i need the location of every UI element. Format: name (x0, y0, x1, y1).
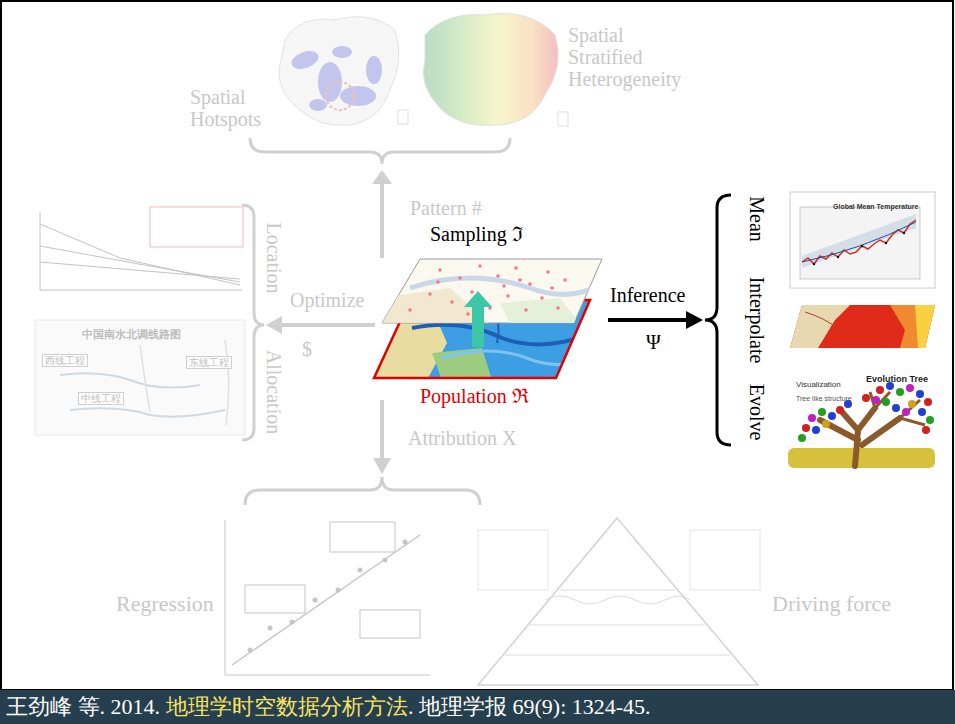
arrow-label-holder: Ψ (646, 331, 661, 353)
arrow-head (373, 458, 391, 474)
heterogeneity-map (423, 14, 568, 126)
figure-label-holder: Regression (116, 592, 214, 616)
arrow-label-holder: $ (302, 338, 312, 360)
pattern-heading-holder: Spatial Hotspots (190, 86, 276, 130)
tree-title: Evolution Tree (866, 374, 928, 384)
arrow-label-holder: Pattern # (410, 197, 482, 219)
arrow-label: Attribution X (408, 427, 516, 449)
tree-note-holder: Visualization (796, 373, 841, 391)
brace-label: Evolve (746, 384, 768, 441)
arrow (380, 400, 384, 460)
arrow-label-holder: Inference (610, 284, 686, 306)
chart-title-holder: Global Mean Temperature (833, 195, 918, 213)
brace-label: Mean (746, 196, 768, 242)
brace-label: Allocation (263, 350, 285, 434)
citation-bar: 王劲峰 等. 2014.地理学时空数据分析方法. 地理学报 69(9): 132… (0, 690, 955, 724)
arrow-head (686, 311, 703, 329)
map-label-holder: 东线工程 (186, 352, 232, 370)
brace-label-holder: Evolve (746, 384, 768, 441)
ternary-triangle (478, 518, 760, 685)
tree-title-holder: Evolution Tree (866, 368, 928, 386)
tree-note-holder: Tree like structure (796, 387, 852, 405)
map-label: 中线工程 (78, 392, 124, 405)
arrow-head (266, 316, 282, 334)
arrow-label-holder: Attribution X (408, 427, 516, 449)
water-map (35, 320, 245, 435)
figure-label: Driving force (772, 591, 891, 616)
pattern-heading: Spatial Hotspots (190, 86, 261, 130)
location-figure (40, 207, 243, 290)
arrow-label: Optimize (290, 289, 364, 311)
plane-label: Population ℜ (372, 384, 594, 408)
citation: . 地理学报 69(9): 1324-45. (408, 692, 651, 722)
brace (705, 195, 731, 445)
figure-label-holder: Driving force (772, 592, 891, 616)
temperature-chart (790, 192, 935, 288)
sampling-plane: Sampling ℑ (380, 222, 604, 324)
pattern-heading-holder: Spatial Stratified Heterogeneity (568, 24, 696, 90)
tree-note: Tree like structure (796, 395, 852, 402)
citation: 王劲峰 等. 2014. (6, 692, 160, 722)
map-title-holder: 中国南水北调线路图 (82, 324, 181, 342)
brace-label: Interpolate (746, 277, 768, 364)
brace-label-holder: Location (263, 222, 285, 293)
arrow-label: Inference (610, 284, 686, 306)
map-label: 西线工程 (42, 354, 88, 367)
brace-label-holder: Interpolate (746, 277, 768, 364)
slide-frame (1, 1, 953, 690)
map-label-holder: 西线工程 (42, 350, 88, 368)
brace-label: Location (263, 222, 285, 293)
map-label: 东线工程 (186, 356, 232, 369)
arrow-label: $ (302, 338, 312, 360)
arrow-head (372, 170, 392, 184)
brace (242, 205, 264, 440)
arrow-label: Pattern # (410, 197, 482, 219)
brace-label-holder: Allocation (263, 350, 285, 434)
hotspot-map (279, 17, 408, 126)
citation-title: 地理学时空数据分析方法 (166, 692, 408, 722)
interpolated-map (790, 305, 935, 348)
plane-label: Sampling ℑ (380, 222, 604, 246)
arrow (380, 182, 384, 258)
sampling-plane-shape (380, 258, 604, 324)
brace (250, 138, 510, 164)
brace-label-holder: Mean (746, 196, 768, 242)
arrow (608, 318, 688, 322)
brace (245, 477, 480, 505)
pattern-heading: Spatial Stratified Heterogeneity (568, 24, 681, 90)
arrow-label: Ψ (646, 331, 661, 353)
tree-note: Visualization (796, 380, 841, 389)
map-label-holder: 中线工程 (78, 388, 124, 406)
regression-plot (225, 520, 430, 675)
chart-title: Global Mean Temperature (833, 203, 918, 210)
figure-label: Regression (116, 591, 214, 616)
evolution-tree (788, 382, 935, 468)
arrow (280, 323, 375, 327)
arrow-label-holder: Optimize (290, 289, 364, 311)
map-title: 中国南水北调线路图 (82, 328, 181, 340)
